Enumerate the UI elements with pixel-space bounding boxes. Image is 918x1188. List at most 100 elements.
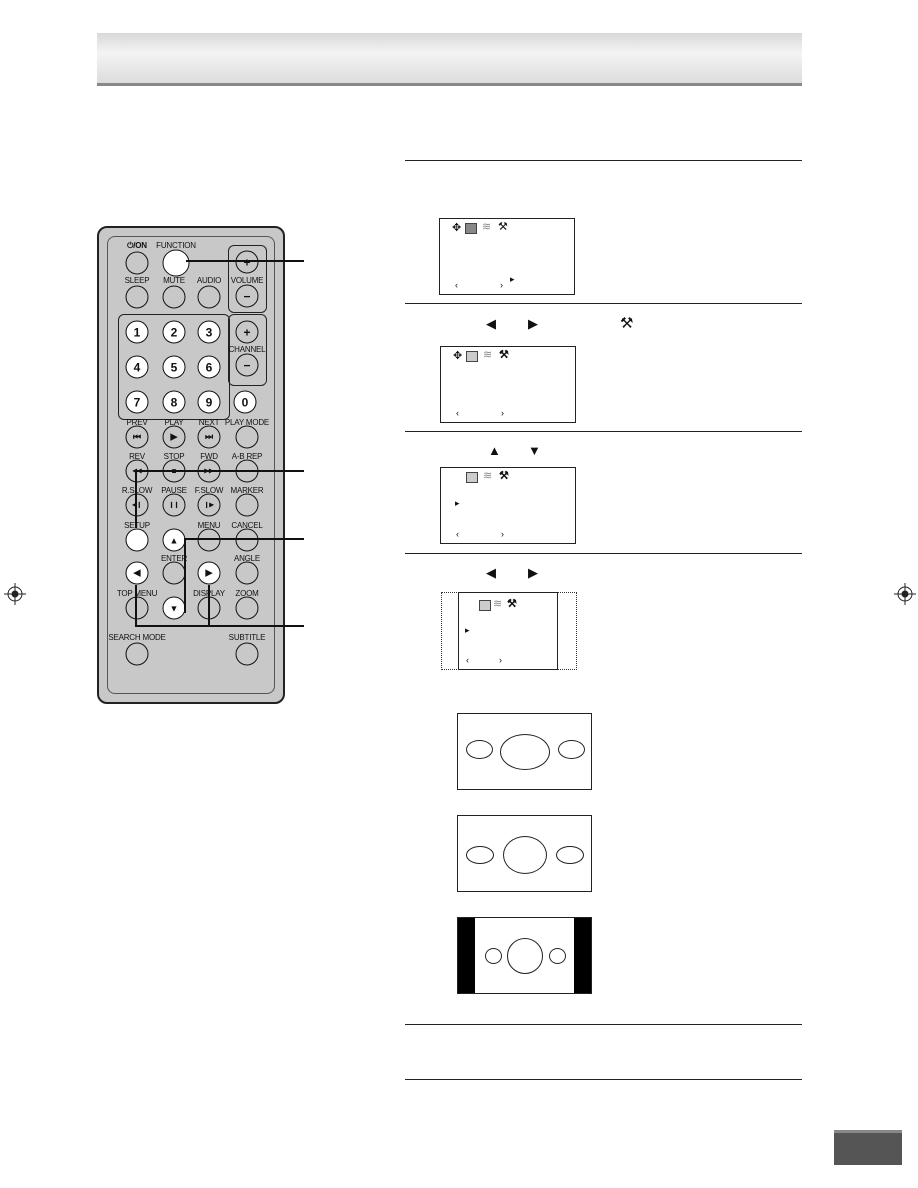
center-oval — [503, 836, 547, 874]
rev-label: REV — [129, 452, 145, 461]
selection-marker: ▸ — [510, 274, 515, 284]
section-rule — [405, 553, 802, 554]
rslow-label: R.SLOW — [121, 486, 153, 495]
play-button[interactable]: ▶ — [162, 425, 186, 449]
subtitle-label: SUBTITLE — [228, 633, 266, 642]
picture-icon — [465, 223, 477, 234]
left-button[interactable]: ◀ — [125, 561, 149, 585]
angle-button[interactable] — [235, 561, 259, 585]
marker-button[interactable] — [235, 493, 259, 517]
zoom-button[interactable] — [235, 596, 259, 620]
audio-button[interactable] — [197, 285, 221, 309]
enter-button[interactable] — [162, 561, 186, 585]
number-button-0[interactable]: 0 — [233, 390, 257, 414]
chevron-left-icon: ‹ — [466, 655, 469, 665]
setup-tools-icon: ⚒ — [499, 349, 509, 361]
number-button-7[interactable]: 7 — [125, 390, 149, 414]
setup-tools-icon: ⚒ — [499, 470, 509, 482]
picture-icon — [479, 600, 491, 611]
function-label: FUNCTION — [156, 241, 196, 250]
callout-left-right — [135, 625, 304, 627]
number-button-6[interactable]: 6 — [197, 355, 221, 379]
cancel-button[interactable] — [235, 528, 259, 552]
search-mode-label: SEARCH MODE — [108, 633, 166, 642]
pause-button[interactable]: ❙❙ — [162, 493, 186, 517]
callout-setup — [135, 470, 304, 472]
number-button-4[interactable]: 4 — [125, 355, 149, 379]
sleep-button[interactable] — [125, 285, 149, 309]
number-button-9[interactable]: 9 — [197, 390, 221, 414]
callout-left-connector — [135, 585, 137, 625]
audio-icon: ≋ — [483, 470, 493, 482]
fslow-button[interactable]: ❙▶ — [197, 493, 221, 517]
small-oval-right — [558, 740, 585, 759]
function-button[interactable] — [162, 249, 190, 277]
number-button-5[interactable]: 5 — [162, 355, 186, 379]
next-label: NEXT — [198, 418, 220, 427]
chevron-right-icon: › — [500, 280, 503, 290]
marker-label: MARKER — [230, 486, 264, 495]
callout-function — [186, 260, 304, 262]
chevron-left-icon: ‹ — [456, 529, 459, 539]
setup-button[interactable] — [125, 528, 149, 552]
top-menu-button[interactable] — [125, 596, 149, 620]
rslow-button[interactable]: ◀❙ — [125, 493, 149, 517]
setup-tools-icon: ⚒ — [620, 315, 634, 332]
number-button-1[interactable]: 1 — [125, 320, 149, 344]
registration-mark-icon — [894, 583, 916, 605]
up-button[interactable]: ▲ — [162, 528, 186, 552]
down-button[interactable]: ▼ — [162, 596, 186, 620]
number-button-3[interactable]: 3 — [197, 320, 221, 344]
small-oval-right — [556, 846, 584, 864]
mute-button[interactable] — [162, 285, 186, 309]
power-button[interactable] — [125, 251, 149, 275]
osd-screen-4: ≋ ⚒ ▸ ‹ › — [458, 592, 558, 670]
callout-up-down — [184, 538, 304, 540]
section-rule — [405, 1024, 802, 1025]
right-button[interactable]: ▶ — [197, 561, 221, 585]
volume-down-button[interactable]: − — [235, 284, 259, 308]
chevron-right-icon: › — [501, 529, 504, 539]
center-circle — [507, 938, 543, 974]
section-rule — [405, 160, 802, 161]
prev-button[interactable]: ⏮ — [125, 425, 149, 449]
audio-icon: ≋ — [483, 349, 493, 361]
osd-screen-3: ≋ ⚒ ▸ ‹ › — [440, 467, 576, 544]
stop-label: STOP — [163, 452, 185, 461]
chevron-right-icon: › — [501, 408, 504, 418]
fslow-label: F.SLOW — [194, 486, 224, 495]
search-mode-button[interactable] — [125, 642, 149, 666]
audio-icon: ≋ — [482, 221, 492, 233]
menu-label: MENU — [197, 521, 221, 530]
setup-label: SETUP — [124, 521, 150, 530]
up-arrow-icon: ▲ — [488, 443, 501, 458]
aspect-diagram-wide — [457, 815, 592, 892]
section-rule — [405, 1079, 802, 1080]
channel-down-button[interactable]: − — [235, 353, 259, 377]
volume-up-button[interactable]: + — [235, 250, 259, 274]
audio-label: AUDIO — [196, 276, 222, 285]
sleep-label: SLEEP — [124, 276, 150, 285]
zoom-label: ZOOM — [235, 589, 259, 598]
registration-mark-icon — [4, 583, 26, 605]
top-menu-label: TOP MENU — [116, 589, 158, 598]
page-number-tab — [834, 1130, 902, 1165]
number-button-8[interactable]: 8 — [162, 390, 186, 414]
number-button-2[interactable]: 2 — [162, 320, 186, 344]
selection-marker: ▸ — [455, 498, 460, 508]
subtitle-button[interactable] — [235, 642, 259, 666]
callout-up-down-connector — [184, 538, 186, 613]
pillarbox-picture — [475, 918, 574, 993]
menu-button[interactable] — [197, 528, 221, 552]
play-mode-button[interactable] — [235, 425, 259, 449]
mute-label: MUTE — [163, 276, 185, 285]
power-label: ⏻/ON — [127, 241, 147, 250]
next-button[interactable]: ⏭ — [197, 425, 221, 449]
channel-group — [228, 314, 267, 386]
ab-rep-label: A-B REP — [231, 452, 263, 461]
chevron-right-icon: › — [499, 655, 502, 665]
page-header-band — [97, 33, 802, 86]
audio-icon: ≋ — [493, 598, 503, 610]
aspect-diagram-pillarbox — [457, 917, 592, 994]
channel-up-button[interactable]: + — [235, 320, 259, 344]
